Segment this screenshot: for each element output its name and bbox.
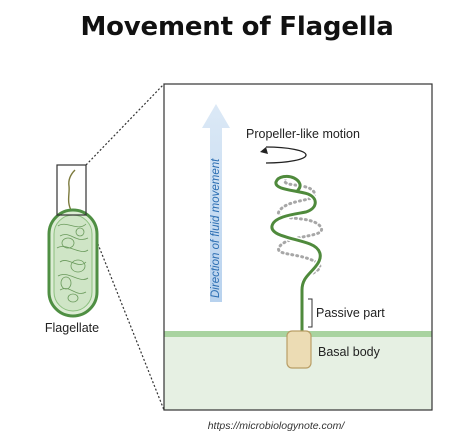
passive-label: Passive part xyxy=(316,306,385,320)
zoom-line-bottom xyxy=(85,213,165,411)
basal-label: Basal body xyxy=(318,345,381,359)
cell-organelles xyxy=(56,223,89,303)
page-title: Movement of Flagella xyxy=(80,12,394,42)
passive-bracket xyxy=(308,298,313,328)
rotation-arrow-icon xyxy=(260,146,307,164)
source-credit: https://microbiologynote.com/ xyxy=(208,420,346,432)
motion-label: Propeller-like motion xyxy=(246,127,360,141)
cell-flagellum xyxy=(67,169,76,213)
flagellum xyxy=(269,173,324,337)
cell-label: Flagellate xyxy=(45,321,99,335)
zoom-box xyxy=(56,164,87,216)
zoom-line-top xyxy=(85,83,165,166)
flagellate-cell xyxy=(47,164,99,318)
panel-border xyxy=(163,83,433,411)
fluid-direction-arrow: Direction of fluid movement xyxy=(202,104,230,302)
direction-label: Direction of fluid movement xyxy=(210,158,222,298)
basal-body xyxy=(286,330,312,369)
